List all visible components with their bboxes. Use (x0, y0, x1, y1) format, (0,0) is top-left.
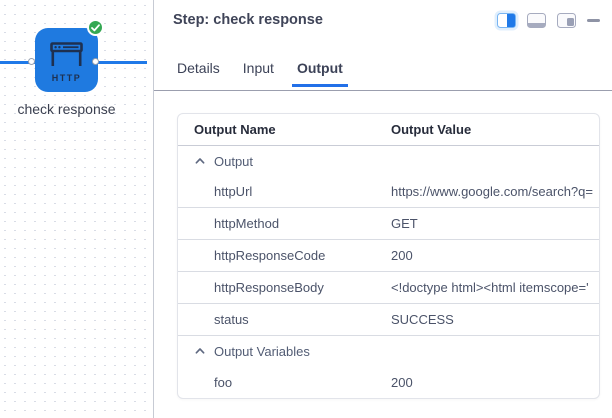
output-value-cell: 200 (391, 248, 413, 263)
column-header-output-name: Output Name (194, 122, 276, 137)
output-value-cell: <!doctype html><html itemscope=' (391, 280, 589, 295)
output-name-cell: httpMethod (214, 216, 280, 231)
layout-right-panel-icon[interactable] (557, 13, 576, 28)
table-row: httpResponseBody <!doctype html><html ite… (178, 272, 599, 304)
layout-split-right-icon[interactable] (497, 13, 516, 28)
output-value-cell: GET (391, 216, 418, 231)
panel-title: Step: check response (173, 12, 323, 28)
table-row: httpMethod GET (178, 208, 599, 240)
column-header-output-value: Output Value (391, 122, 472, 137)
panel-divider[interactable] (153, 0, 154, 418)
table-group-row[interactable]: Output Variables (178, 336, 599, 366)
input-port[interactable] (28, 57, 35, 65)
group-label: Output Variables (214, 343, 310, 359)
output-name-cell: foo (214, 374, 233, 390)
node-name-label: check response (17, 101, 116, 117)
output-name-cell: httpUrl (214, 184, 253, 199)
output-name-cell: status (214, 312, 249, 327)
output-name-cell: httpResponseCode (214, 248, 326, 263)
http-node[interactable]: HTTP (35, 19, 104, 92)
tab-bar: Details Input Output (177, 60, 348, 87)
node-type-label: HTTP (51, 72, 82, 83)
minimize-icon[interactable] (587, 13, 600, 28)
workflow-canvas[interactable]: HTTP check response (0, 0, 153, 418)
chevron-up-icon[interactable] (195, 347, 205, 355)
table-header-row: Output Name Output Value (178, 114, 599, 146)
table-row: httpResponseCode 200 (178, 240, 599, 272)
table-row: status SUCCESS (178, 304, 599, 336)
panel-layout-controls (497, 13, 600, 28)
output-value-cell: https://www.google.com/search?q= (391, 184, 593, 199)
output-name-cell: httpResponseBody (214, 280, 324, 295)
tab-details[interactable]: Details (177, 60, 220, 76)
browser-window-icon (50, 41, 83, 72)
table-row: httpUrl https://www.google.com/search?q= (178, 176, 599, 208)
tab-input[interactable]: Input (242, 60, 274, 76)
output-table-body: Output httpUrl https://www.google.com/sear… (178, 146, 599, 398)
layout-bottom-panel-icon[interactable] (527, 13, 546, 28)
tab-output[interactable]: Output (291, 60, 348, 87)
output-value-cell: 200 (391, 374, 413, 390)
chevron-up-icon[interactable] (195, 157, 205, 165)
tab-bar-divider (154, 90, 612, 91)
table-group-row[interactable]: Output (178, 146, 599, 176)
output-value-cell: SUCCESS (391, 312, 454, 327)
group-label: Output (214, 153, 254, 169)
check-circle-icon (87, 19, 104, 36)
table-row: foo 200 (178, 366, 599, 398)
output-port[interactable] (92, 57, 99, 65)
